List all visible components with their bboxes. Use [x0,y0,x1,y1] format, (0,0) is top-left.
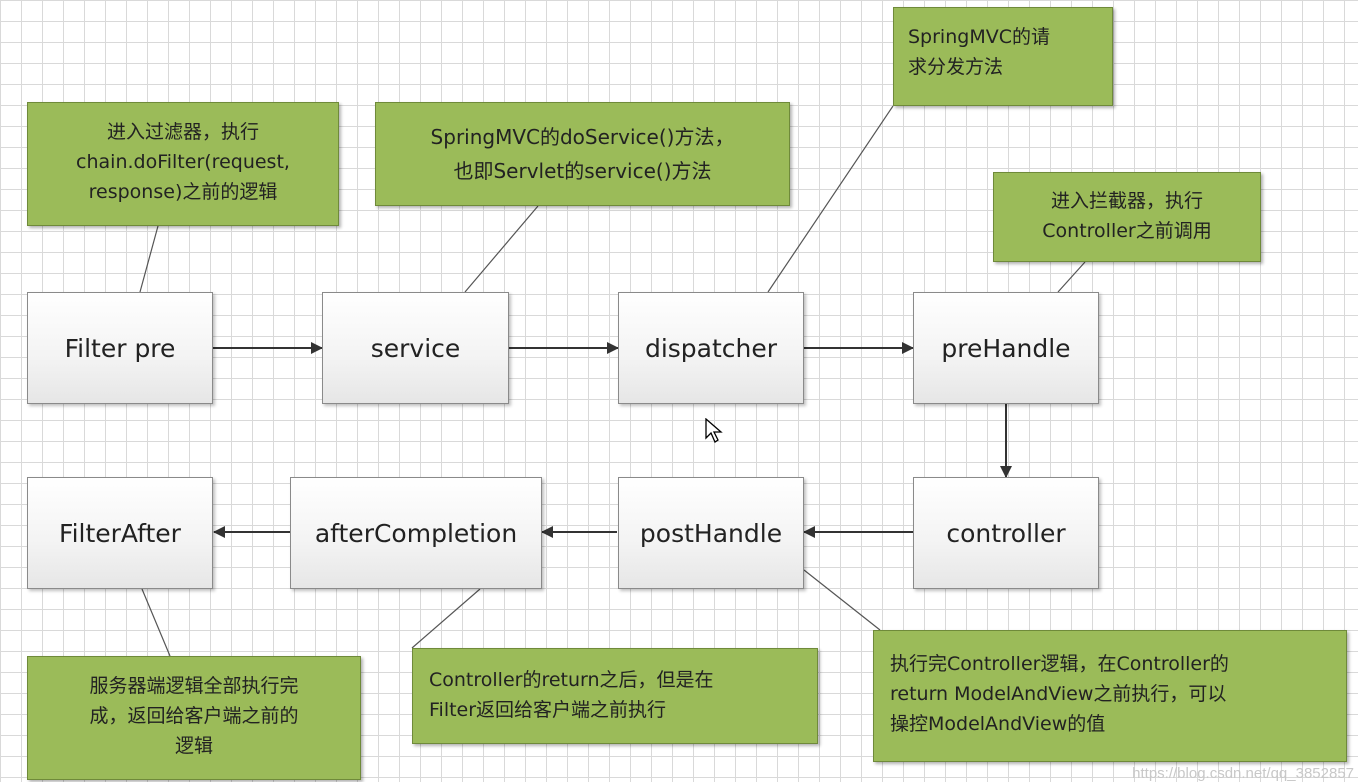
node-prehandle: preHandle [913,292,1099,404]
note-prehandle: 进入拦截器，执行 Controller之前调用 [993,172,1261,262]
callout-line-filterafter [141,588,171,657]
watermark-text: https://blog.csdn.net/qq_3852857 [1132,765,1354,782]
node-filterafter: FilterAfter [27,477,213,589]
node-aftercompletion: afterCompletion [290,477,542,589]
callout-line-posthandle [803,569,881,631]
note-filter-pre: 进入过滤器，执行 chain.doFilter(request, respons… [27,102,339,226]
callout-line-filter-pre [139,225,159,293]
note-aftercompletion: Controller的return之后，但是在 Filter返回给客户端之前执行 [412,648,818,744]
note-service: SpringMVC的doService()方法， 也即Servlet的servi… [375,102,790,206]
node-posthandle: postHandle [618,477,804,589]
note-filterafter: 服务器端逻辑全部执行完 成，返回给客户端之前的 逻辑 [27,656,361,780]
node-service: service [322,292,509,404]
node-filter-pre: Filter pre [27,292,213,404]
node-dispatcher: dispatcher [618,292,804,404]
mouse-cursor-icon [705,418,723,443]
callout-line-prehandle [1057,261,1086,293]
callout-line-dispatcher [767,105,894,293]
callout-line-aftercompletion [411,588,481,649]
note-posthandle: 执行完Controller逻辑，在Controller的 return Mode… [873,630,1347,762]
node-controller: controller [913,477,1099,589]
callout-line-service [464,205,539,293]
note-dispatcher: SpringMVC的请 求分发方法 [893,7,1113,106]
